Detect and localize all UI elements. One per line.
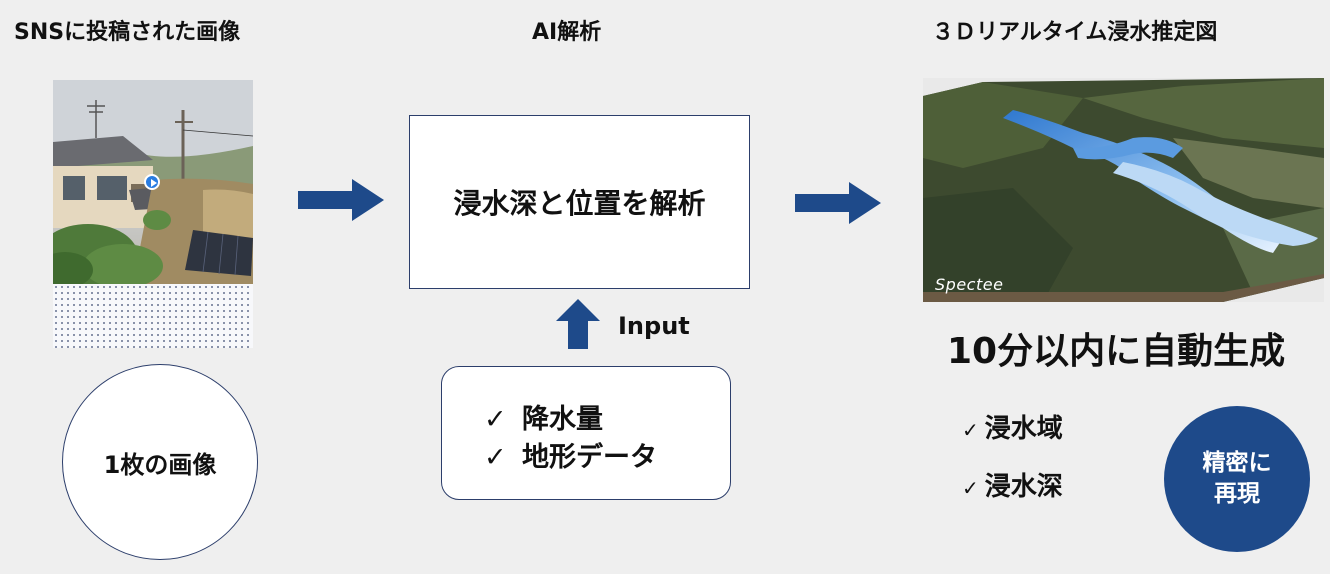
arrow-right-icon bbox=[298, 179, 384, 221]
sns-heading: SNSに投稿された画像 bbox=[14, 20, 241, 45]
sns-photo bbox=[53, 80, 253, 284]
single-image-label: 1枚の画像 bbox=[103, 450, 217, 479]
input-item-label: 地形データ bbox=[522, 442, 657, 473]
terrain-map-illustration bbox=[923, 78, 1324, 302]
single-image-circle: 1枚の画像 bbox=[62, 364, 258, 560]
analysis-box: 浸水深と位置を解析 bbox=[409, 115, 750, 289]
ai-heading: AI解析 bbox=[532, 20, 602, 45]
check-icon: ✓ bbox=[484, 404, 507, 435]
flood-map-3d: Spectee bbox=[923, 78, 1324, 302]
output-item-label: 浸水深 bbox=[984, 472, 1063, 502]
input-item: ✓ 降水量 bbox=[484, 397, 603, 436]
input-item: ✓ 地形データ bbox=[484, 435, 657, 474]
output-item: ✓浸水深 bbox=[962, 466, 1063, 503]
flooded-house-illustration bbox=[53, 80, 253, 284]
input-item-label: 降水量 bbox=[522, 404, 603, 435]
check-icon: ✓ bbox=[484, 442, 507, 473]
badge-line-1: 精密に bbox=[1202, 449, 1272, 476]
play-icon[interactable] bbox=[144, 174, 160, 190]
precision-badge: 精密に 再現 bbox=[1164, 406, 1310, 552]
input-box: ✓ 降水量 ✓ 地形データ bbox=[441, 366, 731, 500]
output-item: ✓浸水域 bbox=[962, 408, 1063, 445]
spectee-logo: Spectee bbox=[935, 275, 1004, 294]
arrow-up-icon bbox=[556, 299, 600, 349]
check-icon: ✓ bbox=[962, 476, 979, 500]
auto-generate-text: 10分以内に自動生成 bbox=[947, 331, 1286, 372]
input-label: Input bbox=[618, 312, 690, 340]
arrow-right-icon bbox=[795, 182, 881, 224]
result-heading: ３Ｄリアルタイム浸水推定図 bbox=[932, 20, 1218, 45]
check-icon: ✓ bbox=[962, 418, 979, 442]
output-item-label: 浸水域 bbox=[984, 414, 1063, 444]
badge-line-2: 再現 bbox=[1214, 481, 1260, 507]
dotted-pattern bbox=[53, 284, 253, 348]
analysis-label: 浸水深と位置を解析 bbox=[453, 187, 706, 220]
